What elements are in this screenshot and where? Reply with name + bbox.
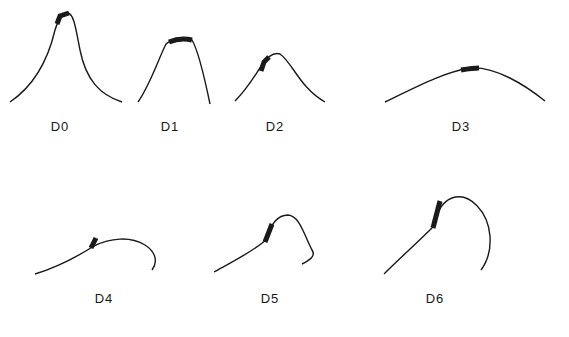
figure-label: D1: [161, 119, 180, 134]
thick-segment: [57, 13, 69, 24]
profile-curve: [385, 68, 545, 102]
profile-curve: [214, 215, 313, 272]
profile-curve: [138, 39, 210, 104]
profile-curve: [10, 13, 122, 102]
thick-segment: [261, 57, 269, 71]
thick-segment: [461, 68, 479, 70]
figure-label: D5: [261, 291, 280, 306]
thick-segment: [169, 39, 192, 42]
profile-curve: [384, 197, 490, 274]
figure-label: D4: [95, 291, 114, 306]
figure-label: D3: [452, 119, 471, 134]
thick-segment: [433, 201, 440, 228]
figure-label: D2: [266, 119, 285, 134]
thick-segment: [91, 238, 96, 248]
thick-segment: [265, 224, 272, 242]
profile-curve: [235, 53, 325, 102]
figure-label: D0: [51, 119, 70, 134]
figure-label: D6: [426, 291, 445, 306]
